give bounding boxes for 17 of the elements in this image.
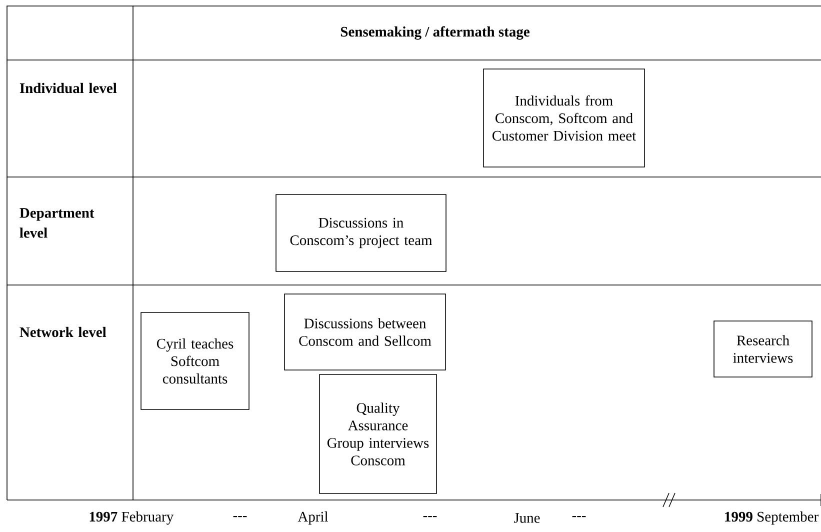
timeline-label: ---	[572, 516, 586, 518]
event-box: Research interviews	[714, 320, 812, 378]
timeline-label: April	[298, 511, 328, 525]
timeline-label: ---	[233, 516, 247, 518]
timeline-label: 1997 February	[90, 511, 174, 525]
event-box: Cyril teaches Softcom consultants	[140, 312, 250, 410]
timeline-label: 1999 September	[725, 511, 818, 525]
event-box: Discussions in Conscom’s project team	[276, 194, 446, 272]
event-box: Discussions between Conscom and Sellcom	[284, 294, 446, 370]
row-label: Individual level	[20, 82, 117, 94]
timeline-label: ---	[423, 516, 437, 518]
row-label: Department level	[20, 208, 94, 238]
event-box: Quality Assurance Group interviews Conscom	[319, 374, 437, 494]
row-label: Network level	[20, 326, 106, 338]
event-box: Individuals from Conscom, Softcom and Customer Division meet	[483, 68, 645, 168]
timeline-label: June	[514, 513, 540, 523]
column-header: Sensemaking / aftermath stage	[340, 26, 530, 40]
